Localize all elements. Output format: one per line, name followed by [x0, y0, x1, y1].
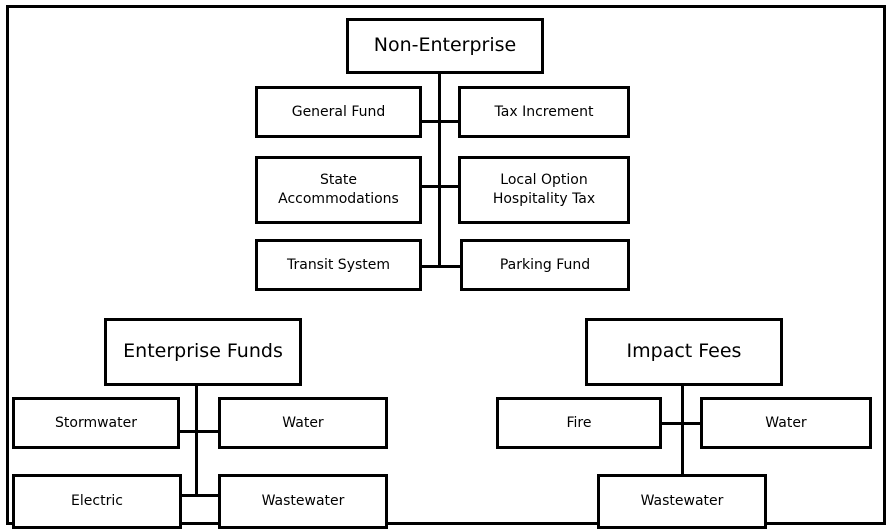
- transit-system-box: Transit System: [255, 239, 422, 291]
- diagram-frame: [6, 5, 886, 525]
- impact-fees-box: Impact Fees: [585, 318, 783, 386]
- enterprise-wastewater-box: Wastewater: [218, 474, 388, 529]
- non-enterprise-branch-3: [420, 265, 460, 268]
- non-enterprise-branch-2: [420, 185, 460, 188]
- parking-fund-box: Parking Fund: [460, 239, 630, 291]
- electric-box: Electric: [12, 474, 182, 529]
- impact-fees-trunk: [681, 384, 684, 476]
- enterprise-funds-trunk: [195, 384, 198, 497]
- impact-fees-branch-1: [660, 422, 704, 425]
- tax-increment-box: Tax Increment: [458, 86, 630, 138]
- enterprise-funds-branch-2: [178, 494, 220, 497]
- non-enterprise-branch-1: [420, 120, 460, 123]
- non-enterprise-trunk: [438, 72, 441, 268]
- local-option-hospitality-tax-box: Local Option Hospitality Tax: [458, 156, 630, 224]
- state-accommodations-box: State Accommodations: [255, 156, 422, 224]
- impact-wastewater-box: Wastewater: [597, 474, 767, 529]
- enterprise-funds-branch-1: [178, 430, 220, 433]
- impact-water-box: Water: [700, 397, 872, 449]
- non-enterprise-box: Non-Enterprise: [346, 18, 544, 74]
- general-fund-box: General Fund: [255, 86, 422, 138]
- stormwater-box: Stormwater: [12, 397, 180, 449]
- enterprise-water-box: Water: [218, 397, 388, 449]
- enterprise-funds-box: Enterprise Funds: [104, 318, 302, 386]
- fire-box: Fire: [496, 397, 662, 449]
